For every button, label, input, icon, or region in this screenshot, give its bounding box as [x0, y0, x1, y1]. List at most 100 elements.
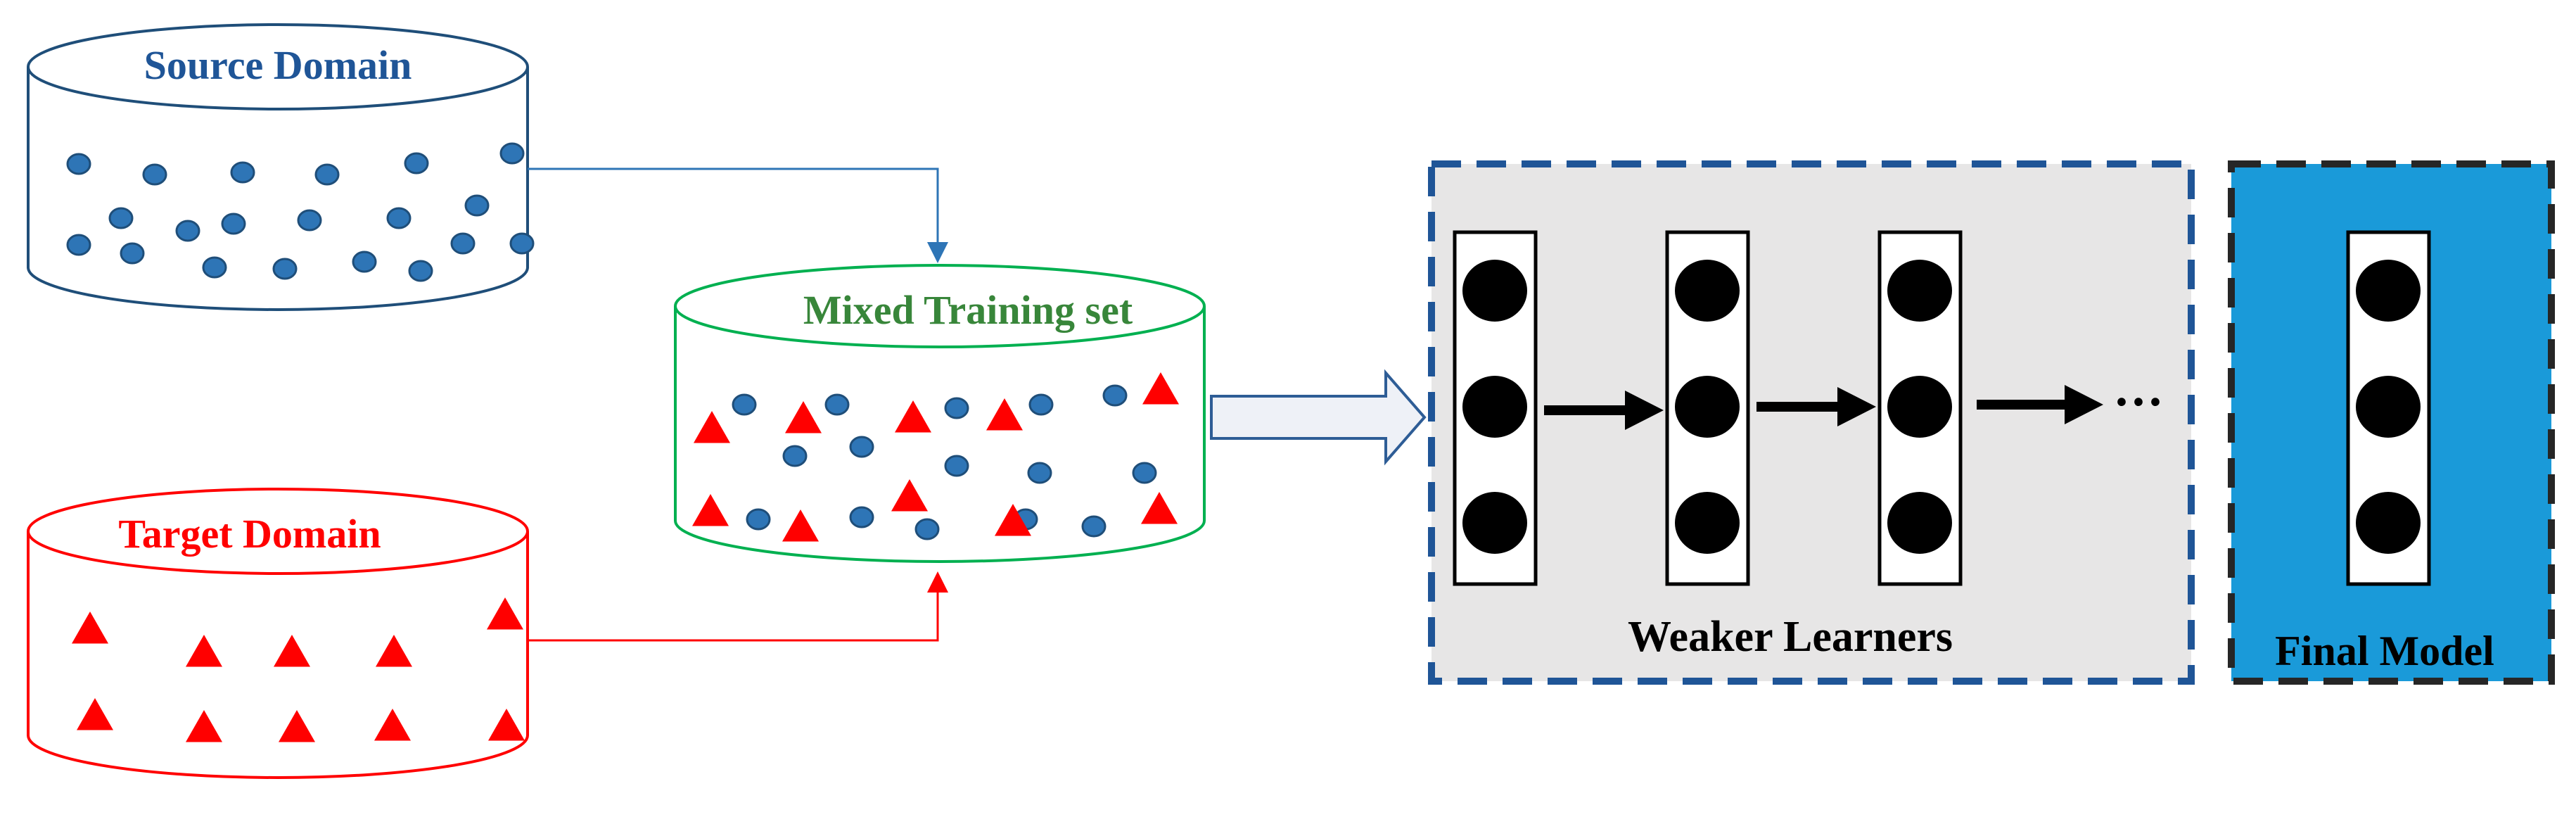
weak-learner-networks [1453, 230, 1963, 586]
source-data-point [202, 256, 227, 279]
source-data-point [120, 242, 145, 265]
target-data-point [72, 612, 108, 644]
network-node [2356, 260, 2421, 322]
source-data-point [352, 251, 377, 273]
source-data-point [142, 163, 167, 186]
weak-learner-1 [1453, 230, 1538, 586]
source-data-point [386, 207, 412, 229]
network-node [2356, 376, 2421, 438]
network-node [1675, 376, 1740, 438]
source-data-point [175, 220, 200, 242]
target-domain-label: Target Domain [118, 511, 381, 557]
target-cylinder-top [27, 488, 529, 575]
mixed-triangle-point [891, 479, 928, 512]
source-data-point [272, 258, 298, 280]
mixed-triangle-point [995, 504, 1031, 536]
target-to-mixed-arrow [528, 571, 948, 642]
target-data-point [274, 635, 310, 667]
source-data-point [408, 260, 433, 282]
final-model-network [2346, 230, 2431, 586]
weak-learners-label: Weaker Learners [1628, 613, 1953, 661]
network-node [1675, 492, 1740, 554]
source-data-point [297, 209, 322, 232]
target-data-point [77, 698, 113, 730]
mixed-circle-point [746, 508, 771, 531]
source-data-point [464, 194, 490, 217]
learner-arrow [1544, 391, 1664, 430]
mixed-circle-point [732, 393, 757, 416]
mixed-triangle-point [986, 398, 1023, 431]
source-cylinder-body [27, 67, 529, 311]
source-data-point [66, 153, 91, 175]
source-data-points [66, 142, 535, 282]
target-data-point [376, 635, 412, 667]
source-data-point [230, 161, 255, 184]
network-node [1462, 376, 1527, 438]
mixed-circle-point [1081, 515, 1107, 538]
mixed-circle-point [1132, 462, 1157, 484]
mixed-circle-point [782, 445, 808, 467]
source-data-point [221, 213, 246, 235]
target-domain-cylinder: Target Domain [27, 488, 529, 779]
mixed-triangle-point [1141, 492, 1178, 524]
mixed-cylinder-body [674, 306, 1206, 563]
target-data-point [374, 709, 411, 741]
target-data-points [72, 597, 525, 742]
network-node [1887, 260, 1952, 322]
learner-arrow [1756, 387, 1876, 426]
network-node [1675, 260, 1740, 322]
mixed-circle-point [914, 518, 940, 540]
network-node [1462, 492, 1527, 554]
mixed-circle-point [849, 436, 874, 458]
mixed-triangle-point [1142, 372, 1179, 405]
mixed-circle-point [849, 506, 874, 528]
target-data-point [186, 710, 222, 742]
mixed-circle-point [1027, 462, 1052, 484]
mixed-circle-point [944, 455, 969, 477]
target-data-point [279, 710, 315, 742]
mixed-triangle-point [782, 509, 819, 542]
target-data-point [488, 709, 525, 741]
source-data-point [499, 142, 525, 165]
source-data-point [66, 234, 91, 256]
source-data-point [450, 232, 476, 255]
mixed-training-cylinder: Mixed Training set [674, 264, 1206, 563]
mixed-circle-point [1028, 393, 1054, 416]
learner-arrow [1977, 385, 2103, 424]
final-model-network-box [2346, 230, 2431, 586]
weak-learners-panel: ··· Weaker Learners [1428, 160, 2195, 685]
mixed-training-label: Mixed Training set [803, 287, 1133, 333]
mixed-triangle-point [785, 401, 822, 433]
mixed-circle-point [824, 393, 850, 416]
final-model-panel: Final Model [2228, 160, 2555, 685]
network-node [1462, 260, 1527, 322]
source-data-point [108, 207, 134, 229]
weak-learner-2 [1665, 230, 1750, 586]
network-node [1887, 376, 1952, 438]
source-cylinder-top [27, 23, 529, 110]
target-data-point [186, 635, 222, 667]
target-data-point [487, 597, 523, 630]
network-node [2356, 492, 2421, 554]
mixed-circle-point [944, 397, 969, 419]
source-domain-label: Source Domain [144, 42, 412, 88]
mixed-triangle-point [692, 494, 729, 526]
source-data-point [404, 152, 429, 175]
mixed-circle-point [1102, 384, 1128, 407]
mixed-to-learners-block-arrow [1210, 369, 1427, 466]
weak-learners-background [1428, 160, 2195, 685]
mixed-triangle-point [694, 411, 730, 443]
learner-sequence-arrows [1544, 385, 2103, 430]
source-data-point [314, 163, 340, 186]
mixed-data-points [692, 372, 1179, 542]
weak-learner-3 [1877, 230, 1963, 586]
mixed-cylinder-top [674, 264, 1206, 348]
source-data-point [509, 232, 535, 255]
target-cylinder-body [27, 531, 529, 779]
network-node [1887, 492, 1952, 554]
final-model-label: Final Model [2275, 628, 2494, 674]
learner-ellipsis: ··· [2113, 374, 2164, 430]
source-to-mixed-arrow [528, 167, 948, 263]
source-domain-cylinder: Source Domain [27, 23, 535, 311]
